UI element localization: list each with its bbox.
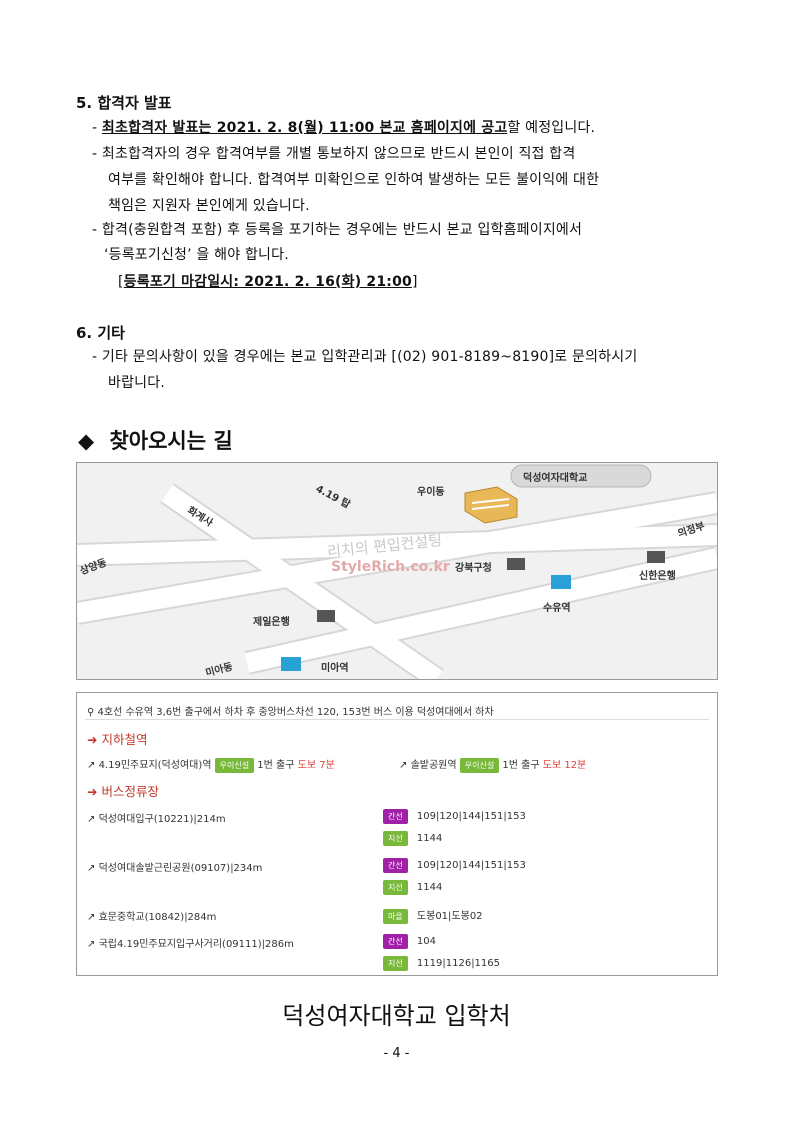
issuer-title: 덕성여자대학교 입학처 (282, 1002, 511, 1030)
route-numbers: 104 (416, 936, 437, 947)
line-badge: 우이신설 (459, 758, 500, 773)
route-numbers: 109|120|144|151|153 (416, 860, 526, 871)
page-number: - 4 - (383, 1046, 410, 1061)
route-row: 지선 1119|1126|1165 (383, 956, 500, 971)
subway-item[interactable]: ↗ 솔밭공원역 우이신설 1번 출구 도보 12분 (399, 756, 586, 773)
location-pin-icon: ⚲ (87, 707, 95, 718)
bullet-dash: - (92, 120, 98, 136)
external-link-icon: ↗ (87, 814, 96, 825)
external-link-icon: ↗ (87, 912, 96, 923)
external-link-icon: ↗ (87, 863, 96, 874)
route-type-badge: 간선 (383, 858, 408, 873)
section5-bullet1: - 최초합격자 발표는 2021. 2. 8(월) 11:00 본교 홈페이지에… (92, 115, 595, 141)
transit-info-panel: ⚲ 4호선 수유역 3,6번 출구에서 하차 후 중앙버스차선 120, 153… (76, 692, 718, 976)
route-row: 지선 1144 (383, 880, 442, 895)
external-link-icon: ↗ (87, 939, 96, 950)
location-map: 덕성여자대학교 우이동 4.19 탑 화계사 상양동 의정부 강북구청 신한은행… (76, 462, 718, 680)
bus-stop-name: 국립4.19민주묘지입구사거리(09111)|286m (98, 939, 294, 950)
directions-heading: ◆ 찾아오시는 길 (78, 425, 233, 455)
route-row: 지선 1144 (383, 831, 442, 846)
cancellation-deadline: [등록포기 마감일시: 2021. 2. 16(화) 21:00] (118, 269, 418, 295)
map-label-gangbuk-office: 강북구청 (455, 563, 492, 574)
route-row: 간선 109|120|144|151|153 (383, 858, 526, 873)
bracket-open: [ (118, 274, 124, 290)
map-label-mia-station: 미아역 (321, 663, 349, 674)
bus-stop-item[interactable]: ↗ 효문중학교(10842)|284m (87, 908, 216, 923)
bullet-arrow-icon: ➜ (87, 732, 98, 747)
map-label-suyu-station: 수유역 (543, 603, 571, 614)
bus-stop-item[interactable]: ↗ 국립4.19민주묘지입구사거리(09111)|286m (87, 935, 294, 950)
announcement-date-text: 최초합격자 발표는 2021. 2. 8(월) 11:00 본교 홈페이지에 공… (101, 120, 508, 136)
bus-stop-name: 효문중학교(10842)|284m (98, 912, 217, 923)
deadline-text: 등록포기 마감일시: 2021. 2. 16(화) 21:00 (123, 274, 412, 290)
section5-bullet3: - 합격(충원합격 포함) 후 등록을 포기하는 경우에는 반드시 본교 입학홈… (92, 217, 582, 243)
transit-intro-text: 4호선 수유역 3,6번 출구에서 하차 후 중앙버스차선 120, 153번 … (97, 707, 494, 718)
building-icon (464, 486, 518, 524)
bullet-arrow-icon: ➜ (87, 784, 98, 799)
bullet3-line2: ‘등록포기신청’ 을 해야 합니다. (104, 247, 289, 263)
bullet-dash: - (92, 222, 98, 238)
route-row: 간선 104 (383, 934, 436, 949)
bullet3-line1: 합격(충원합격 포함) 후 등록을 포기하는 경우에는 반드시 본교 입학홈페이… (101, 222, 583, 238)
section6-line2: 바랍니다. (108, 375, 165, 391)
transit-intro: ⚲ 4호선 수유역 3,6번 출구에서 하차 후 중앙버스차선 120, 153… (87, 703, 494, 718)
bus-title: 버스정류장 (101, 784, 159, 799)
section6-bullet: - 기타 문의사항이 있을 경우에는 본교 입학관리과 [(02) 901-81… (92, 344, 637, 370)
external-link-icon: ↗ (87, 760, 96, 771)
subway-heading: ➜ 지하철역 (87, 729, 147, 748)
bus-heading: ➜ 버스정류장 (87, 781, 159, 800)
subway-item[interactable]: ↗ 4.19민주묘지(덕성여대)역 우이신설 1번 출구 도보 7분 (87, 756, 335, 773)
bullet1-rest: 할 예정입니다. (507, 120, 596, 136)
bullet-dash: - (92, 349, 98, 365)
exit-text: 1번 출구 (502, 760, 540, 771)
route-type-badge: 지선 (383, 956, 408, 971)
route-type-badge: 마을 (383, 909, 408, 924)
diamond-icon: ◆ (78, 429, 95, 453)
walk-time: 도보 7분 (297, 760, 335, 771)
section5-heading: 5. 합격자 발표 (76, 94, 172, 112)
route-numbers: 1144 (416, 882, 443, 893)
map-label-jeil-bank: 제일은행 (253, 617, 290, 628)
bus-stop-name: 덕성여대솔밭근린공원(09107)|234m (98, 863, 263, 874)
bus-stop-item[interactable]: ↗ 덕성여대입구(10221)|214m (87, 810, 226, 825)
map-label-shinhan: 신한은행 (639, 571, 676, 582)
bullet2-line2: 여부를 확인해야 합니다. 합격여부 미확인으로 인하여 발생하는 모든 불이익… (108, 172, 600, 188)
divider (85, 719, 709, 720)
line-badge: 우이신설 (214, 758, 255, 773)
subway-title: 지하철역 (101, 732, 148, 747)
bus-stop-name: 덕성여대입구(10221)|214m (98, 814, 226, 825)
watermark-url: StyleRich.co.kr (331, 559, 450, 575)
bus-stop-item[interactable]: ↗ 덕성여대솔밭근린공원(09107)|234m (87, 859, 262, 874)
bullet2-line1: 최초합격자의 경우 합격여부를 개별 통보하지 않으므로 반드시 본인이 직접 … (101, 146, 576, 162)
section5-bullet2: - 최초합격자의 경우 합격여부를 개별 통보하지 않으므로 반드시 본인이 직… (92, 141, 575, 167)
route-type-badge: 간선 (383, 809, 408, 824)
external-link-icon: ↗ (399, 760, 408, 771)
route-numbers: 1119|1126|1165 (416, 958, 501, 969)
section6-heading: 6. 기타 (76, 324, 125, 342)
walk-time: 도보 12분 (542, 760, 587, 771)
map-roads (77, 464, 717, 679)
route-type-badge: 간선 (383, 934, 408, 949)
map-label-uidong: 우이동 (417, 487, 445, 498)
exit-text: 1번 출구 (257, 760, 295, 771)
map-label-university: 덕성여자대학교 (523, 473, 588, 484)
route-numbers: 1144 (416, 833, 443, 844)
directions-title: 찾아오시는 길 (109, 429, 233, 453)
route-numbers: 109|120|144|151|153 (416, 811, 526, 822)
route-numbers: 도봉01|도봉02 (416, 911, 483, 922)
bullet2-line3: 책임은 지원자 본인에게 있습니다. (108, 198, 310, 214)
bracket-close: ] (411, 274, 418, 290)
route-row: 간선 109|120|144|151|153 (383, 809, 526, 824)
subway-name: 4.19민주묘지(덕성여대)역 (98, 760, 212, 771)
bullet-dash: - (92, 146, 98, 162)
section6-line1: 기타 문의사항이 있을 경우에는 본교 입학관리과 [(02) 901-8189… (101, 349, 638, 365)
route-type-badge: 지선 (383, 880, 408, 895)
subway-name: 솔밭공원역 (410, 760, 457, 771)
route-type-badge: 지선 (383, 831, 408, 846)
route-row: 마을 도봉01|도봉02 (383, 907, 483, 924)
